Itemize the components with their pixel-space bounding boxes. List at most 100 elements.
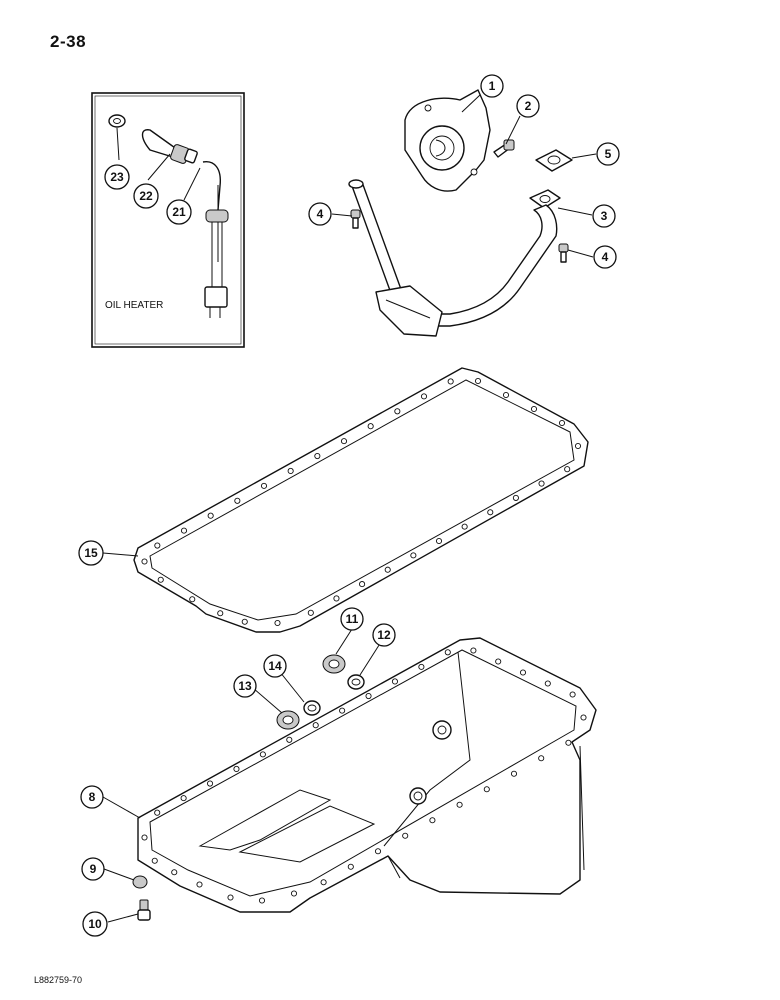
svg-text:2: 2 xyxy=(525,99,532,113)
callout-12: 12 xyxy=(372,623,396,647)
callout-1: 1 xyxy=(480,74,504,98)
bolt-hole xyxy=(402,832,409,839)
bolt-hole xyxy=(340,438,348,445)
bolt-hole xyxy=(234,497,241,504)
bolt-hole xyxy=(196,881,203,888)
bolt-hole xyxy=(512,494,519,501)
bolt-hole xyxy=(260,482,268,489)
bolt-hole xyxy=(429,817,436,824)
sealing-ring-14 xyxy=(303,700,321,716)
bolt-4-right xyxy=(558,243,569,263)
oil-heater-inset: OIL HEATER xyxy=(91,92,245,348)
svg-text:22: 22 xyxy=(139,189,153,203)
heater-element xyxy=(141,129,198,164)
callout-8: 8 xyxy=(80,785,104,809)
bolt-hole xyxy=(410,552,417,559)
svg-text:13: 13 xyxy=(238,679,252,693)
bolt-hole xyxy=(157,576,164,583)
heater-cord xyxy=(202,161,229,318)
bolt-hole xyxy=(217,610,224,617)
svg-text:14: 14 xyxy=(268,659,282,673)
callout-4-left: 4 xyxy=(308,202,332,226)
bolt-hole xyxy=(286,736,293,743)
svg-text:21: 21 xyxy=(172,205,186,219)
bolt-hole xyxy=(502,391,510,399)
bolt-hole xyxy=(333,595,340,602)
drawing-code: L882759-70 xyxy=(34,975,83,985)
callout-23: 23 xyxy=(104,164,130,190)
plug-11 xyxy=(322,654,346,674)
callout-11: 11 xyxy=(340,607,364,631)
bolt-hole xyxy=(456,801,463,808)
bolt-hole xyxy=(474,377,482,385)
page-number: 2-38 xyxy=(50,32,87,51)
plug-9 xyxy=(132,875,148,889)
oil-pan-gasket xyxy=(133,367,589,633)
svg-text:12: 12 xyxy=(377,628,391,642)
bolt-hole xyxy=(207,512,214,519)
bolt-hole xyxy=(141,834,148,841)
bolt-4-left xyxy=(350,209,361,229)
bolt-hole xyxy=(141,558,148,565)
bolt-hole xyxy=(447,378,454,385)
bolt-hole xyxy=(418,663,425,670)
drain-plug-10 xyxy=(137,899,151,921)
svg-text:4: 4 xyxy=(602,250,609,264)
bolt-hole xyxy=(564,466,571,473)
plug-13 xyxy=(276,710,300,730)
svg-text:23: 23 xyxy=(110,170,124,184)
callout-22: 22 xyxy=(133,183,159,209)
oil-heater-label: OIL HEATER xyxy=(105,300,163,311)
bolt-hole xyxy=(154,542,161,549)
bolt-2 xyxy=(493,139,515,158)
bolt-hole xyxy=(189,596,196,603)
bolt-hole xyxy=(574,442,582,450)
bolt-hole xyxy=(258,897,266,904)
bolt-hole xyxy=(510,770,518,777)
bolt-hole xyxy=(171,869,178,876)
svg-text:8: 8 xyxy=(89,790,96,804)
bolt-hole xyxy=(154,809,161,816)
bolt-hole xyxy=(487,509,494,516)
callout-2: 2 xyxy=(516,94,540,118)
callout-13: 13 xyxy=(233,674,257,698)
bolt-hole xyxy=(384,566,391,573)
bolt-hole xyxy=(519,669,527,676)
svg-text:11: 11 xyxy=(346,612,359,626)
bolt-hole xyxy=(259,751,266,758)
callout-14: 14 xyxy=(263,654,287,678)
bolt-hole xyxy=(339,707,346,714)
bolt-hole xyxy=(180,795,187,802)
bolt-hole xyxy=(544,680,551,687)
sealing-ring-12 xyxy=(347,674,365,690)
bolt-hole xyxy=(538,480,545,487)
leader-lines xyxy=(102,94,597,923)
bolt-hole xyxy=(227,894,234,901)
oil-pan xyxy=(137,637,597,913)
bolt-hole xyxy=(241,618,248,625)
bolt-hole xyxy=(565,739,572,746)
bolt-hole xyxy=(367,423,374,430)
svg-text:5: 5 xyxy=(605,147,612,161)
bolt-hole xyxy=(495,658,502,665)
svg-text:3: 3 xyxy=(601,209,608,223)
bolt-hole xyxy=(374,848,382,855)
callout-21: 21 xyxy=(166,199,192,225)
svg-text:4: 4 xyxy=(317,207,324,221)
bolt-hole xyxy=(461,523,468,530)
bolt-hole xyxy=(180,527,188,534)
bolt-hole xyxy=(580,714,587,721)
pan-bolt-holes xyxy=(141,647,587,904)
bolt-hole xyxy=(233,765,240,773)
oil-pump xyxy=(404,89,491,192)
svg-text:1: 1 xyxy=(489,79,496,93)
bolt-hole xyxy=(307,609,314,616)
oil-suction-tube xyxy=(348,179,561,337)
callout-15: 15 xyxy=(78,540,104,566)
bolt-hole xyxy=(394,408,401,415)
bolt-hole xyxy=(483,786,490,793)
bolt-hole xyxy=(274,619,281,627)
gasket-5 xyxy=(535,149,573,172)
bolt-hole xyxy=(206,780,214,787)
bolt-hole xyxy=(359,581,366,588)
